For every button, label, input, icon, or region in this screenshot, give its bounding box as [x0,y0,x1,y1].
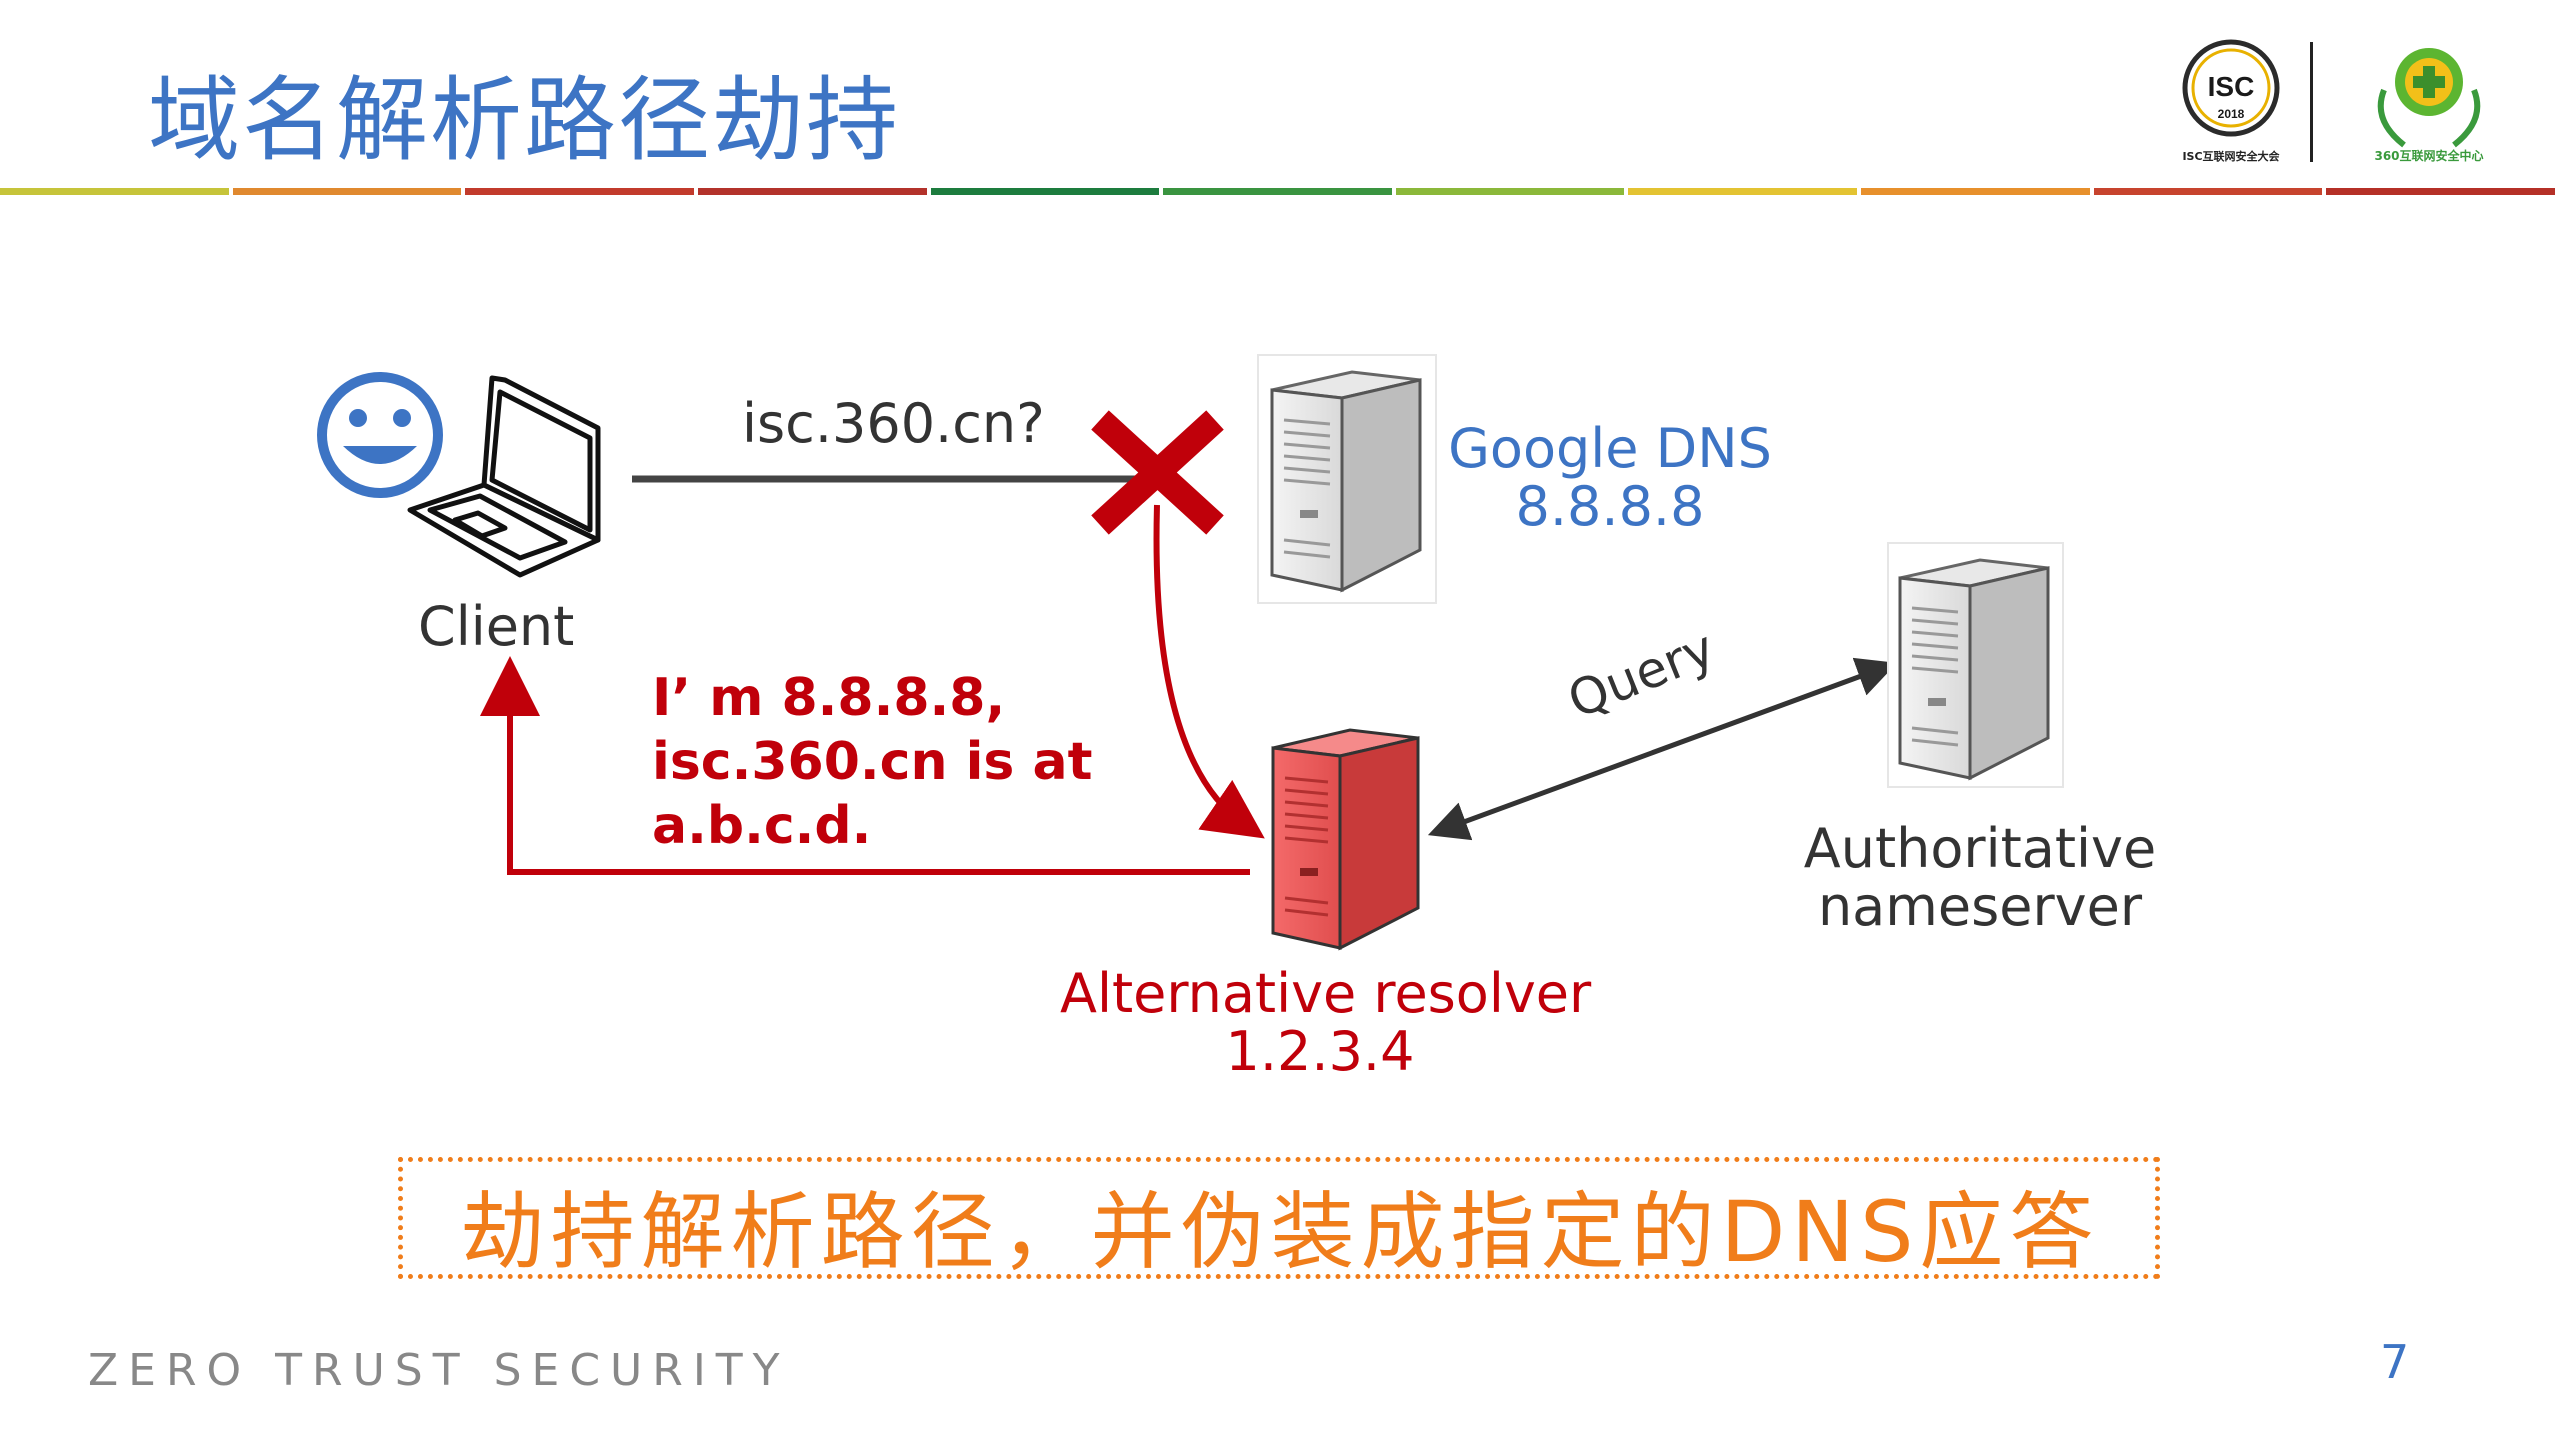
spoof-line-2: isc.360.cn is at [652,732,1093,792]
client-label: Client [418,595,575,658]
spoof-line-3: a.b.c.d. [652,796,872,856]
query-double-arrow [1427,657,1898,841]
google-dns-name: Google DNS [1448,417,1772,480]
hijack-arrow [1153,504,1265,839]
color-bar-segment [1163,188,1392,195]
page-title: 域名解析路径劫持 [148,67,901,174]
callout-text: 劫持解析路径，并伪装成指定的DNS应答 [460,1183,2100,1281]
alternative-resolver-server-icon [1271,728,1420,951]
smiley-icon [317,372,443,498]
360-logo-caption: 360互联网安全中心 [2374,148,2483,163]
color-bar-segment [1861,188,2090,195]
color-bar-segment [232,188,462,195]
color-bar-segment [697,188,927,195]
alternative-resolver-name: Alternative resolver [1060,962,1592,1025]
isc-logo-text: ISC [2208,71,2255,102]
color-bar-segment [1628,188,1858,195]
blocked-x-icon [1091,410,1224,535]
footer-brand: ZERO TRUST SECURITY [88,1345,790,1396]
google-dns-label: Google DNS 8.8.8.8 [1445,420,1775,536]
spoof-response-arrow [480,656,1250,875]
google-dns-ip: 8.8.8.8 [1515,475,1705,538]
isc-logo-caption: ISC互联网安全大会 [2182,149,2280,163]
color-bar-segment [2093,188,2323,195]
header-color-bar [0,188,2559,195]
color-bar-segment [0,188,229,195]
alternative-resolver-label: Alternative resolver 1.2.3.4 [1060,962,1592,1083]
authoritative-label: Authoritative nameserver [1790,820,2170,936]
page-number: 7 [2380,1335,2410,1389]
color-bar-segment [1395,188,1625,195]
logo-group: ISC 2018 ISC互联网安全大会 360互联网安全中心 [2182,39,2484,163]
color-bar-segment [465,188,694,195]
google-dns-server-icon [1257,354,1437,604]
isc-logo: ISC 2018 ISC互联网安全大会 [2182,39,2281,163]
callout-box [398,1157,2160,1279]
360-logo: 360互联网安全中心 [2374,48,2484,163]
authoritative-server-icon [1887,542,2064,788]
color-bar-segment [930,188,1160,195]
authoritative-line1: Authoritative [1803,817,2157,880]
alternative-resolver-ip: 1.2.3.4 [1225,1020,1415,1083]
logo-divider [2310,42,2313,162]
laptop-icon [407,375,601,578]
spoof-response-text: I’ m 8.8.8.8, isc.360.cn is at a.b.c.d. [652,666,1092,858]
spoof-line-1: I’ m 8.8.8.8, [652,668,1006,728]
isc-logo-year: 2018 [2218,107,2245,121]
color-bar-segment [2326,188,2556,195]
authoritative-line2: nameserver [1817,875,2143,938]
query-domain-label: isc.360.cn? [742,392,1045,455]
